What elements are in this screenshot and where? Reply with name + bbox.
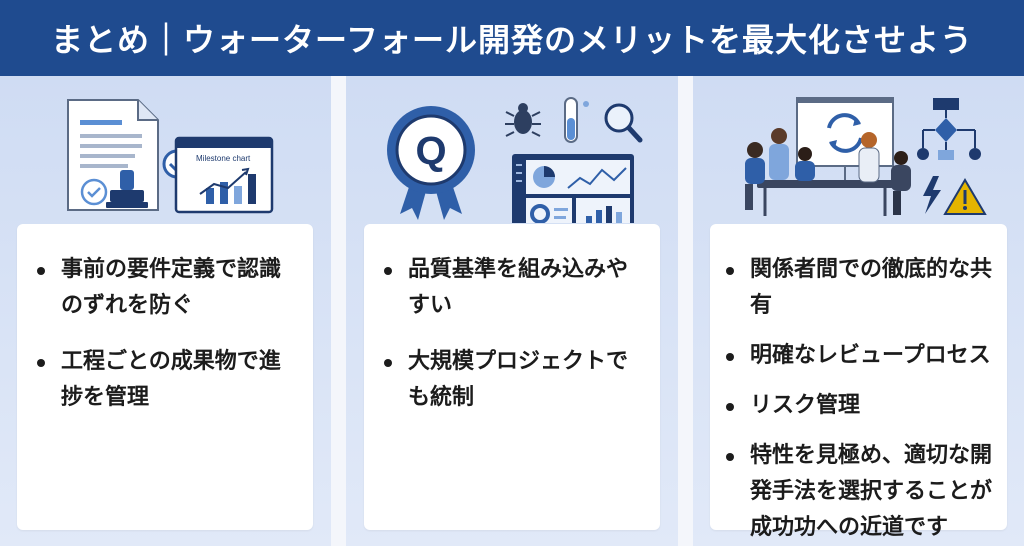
milestone-chart-window: Milestone chart [174,136,274,214]
list-item: リスク管理 [724,388,1001,424]
list-item: 大規模プロジェクトでも統制 [382,344,646,416]
list-item: 明確なレビュープロセス [724,338,1001,374]
flowchart-icon [917,98,981,160]
warning-icon [943,178,987,215]
magnifier-icon [604,103,643,143]
document-milestone-illustration: Milestone chart [67,99,274,214]
card-quality: 品質基準を組み込みやすい 大規模プロジェクトでも統制 [364,224,660,530]
document-icon [67,99,159,211]
column-divider [331,76,346,546]
team-people-icon [745,128,911,215]
column-sharing: 関係者間での徹底的な共有 明確なレビュープロセス リスク管理 特性を見極め、適切… [693,76,1024,546]
list-item: 特性を見極め、適切な開発手法を選択することが成功功への近道です [724,438,1001,546]
list-item: 工程ごとの成果物で進捗を管理 [35,344,299,416]
dashboard-window [512,154,634,223]
quality-badge-icon: Q [387,106,475,194]
page-title: まとめ｜ウォーターフォール開発のメリットを最大化させよう [50,21,974,59]
bug-icon [505,103,541,137]
header-bar: まとめ｜ウォーターフォール開発のメリットを最大化させよう [0,0,1024,76]
quality-dashboard-illustration: Q [387,97,643,223]
list-item: 品質基準を組み込みやすい [382,252,646,324]
list-item: 関係者間での徹底的な共有 [724,252,1001,324]
column-divider [678,76,693,546]
card-sharing: 関係者間での徹底的な共有 明確なレビュープロセス リスク管理 特性を見極め、適切… [710,224,1007,540]
milestone-chart-label: Milestone chart [196,154,251,163]
column-quality: Q [346,76,678,546]
test-tube-icon [564,97,589,143]
presentation-screen-icon [796,97,894,188]
badge-letter: Q [415,129,446,173]
card-requirements: 事前の要件定義で認識のずれを防ぐ 工程ごとの成果物で進捗を管理 [17,224,313,530]
team-meeting-illustration [745,97,987,216]
column-requirements: Milestone chart 事前の要件定義で認識のずれを防ぐ 工程ごとの成果… [0,76,331,546]
list-item: 事前の要件定義で認識のずれを防ぐ [35,252,299,324]
stamp-icon [106,170,148,208]
lightning-icon [923,176,941,214]
